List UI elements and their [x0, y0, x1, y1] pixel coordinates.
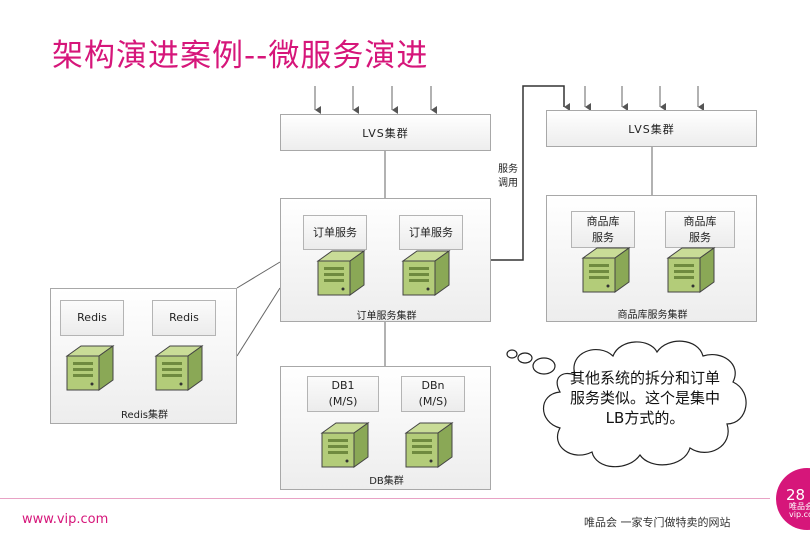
product-service-card: 商品库 服务	[665, 211, 735, 248]
db-node-card: DB1 (M/S)	[307, 376, 379, 412]
order-service-card: 订单服务	[399, 215, 463, 250]
db-cluster: DB1 (M/S) DBn (M/S) DB集群	[280, 366, 491, 490]
server-icon	[66, 345, 114, 391]
badge-site: vip.com	[789, 510, 810, 519]
server-icon	[402, 250, 450, 296]
redis-node-card: Redis	[152, 300, 216, 336]
product-service-cluster: 商品库 服务 商品库 服务 商品库服务集群	[546, 195, 757, 322]
lvs-cluster-right: LVS集群	[546, 110, 757, 147]
product-cluster-caption: 商品库服务集群	[617, 310, 688, 321]
product-service-card: 商品库 服务	[571, 211, 635, 248]
server-icon	[582, 247, 630, 293]
footer-divider	[0, 498, 770, 499]
slide-title: 架构演进案例--微服务演进	[52, 38, 429, 74]
redis-link-top	[236, 261, 281, 289]
server-icon	[667, 247, 715, 293]
order-service-cluster: 订单服务 订单服务 订单服务集群	[280, 198, 491, 322]
redis-node-card: Redis	[60, 300, 124, 336]
lvs-label: LVS集群	[628, 122, 675, 136]
lvs-cluster-left: LVS集群	[280, 114, 491, 151]
footer-slogan: 唯品会 一家专门做特卖的网站	[584, 516, 731, 529]
service-call-label: 服务 调用	[498, 164, 518, 189]
redis-link-bottom	[236, 287, 281, 357]
thought-bubble-small	[506, 349, 518, 359]
order-cluster-caption: 订单服务集群	[356, 311, 417, 322]
service-call-arrow	[491, 85, 570, 261]
order-service-card: 订单服务	[303, 215, 367, 250]
note-text: 其他系统的拆分和订单服务类似。这个是集中LB方式的。	[569, 369, 720, 427]
badge-logo-text: 唯品会 vip.com	[789, 503, 810, 519]
footer-site-link[interactable]: www.vip.com	[22, 512, 109, 527]
db-cluster-caption: DB集群	[369, 476, 404, 487]
thought-bubble-large	[532, 357, 556, 375]
redis-cluster-caption: Redis集群	[121, 410, 168, 421]
server-icon	[321, 422, 369, 468]
thought-bubble-medium	[517, 352, 533, 364]
server-icon	[155, 345, 203, 391]
page-number: 28	[786, 486, 806, 504]
server-icon	[317, 250, 365, 296]
server-icon	[405, 422, 453, 468]
db-node-card: DBn (M/S)	[401, 376, 465, 412]
lvs-label: LVS集群	[362, 126, 409, 140]
note-cloud	[543, 340, 747, 468]
badge-brand: 唯品会	[789, 502, 810, 511]
